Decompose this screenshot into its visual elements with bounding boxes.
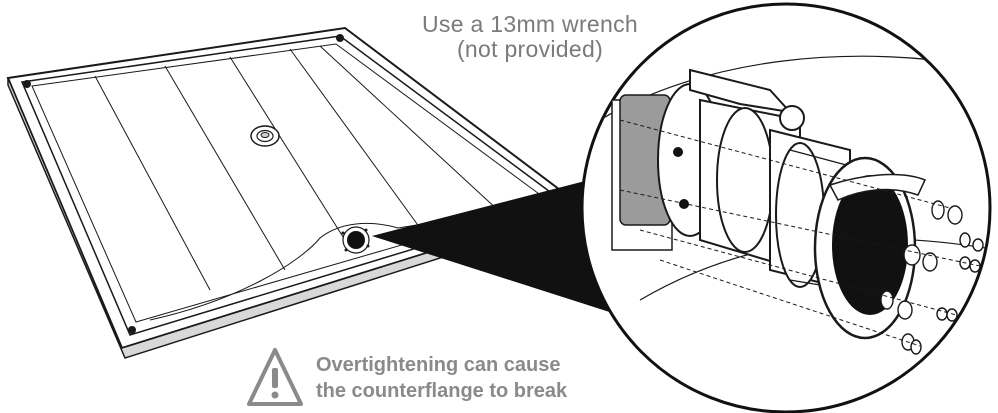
warning-line1: Overtightening can cause <box>316 354 561 376</box>
zoom-wedge <box>372 172 622 316</box>
tray-frame <box>6 26 587 359</box>
center-drain <box>250 125 280 147</box>
detail-magnifier <box>580 2 992 413</box>
outlet-hole <box>341 226 370 254</box>
wrench-callout-line2: (not provided) <box>456 36 604 63</box>
warning-line2: the counterflange to break <box>316 380 568 402</box>
panel-seams <box>94 45 549 321</box>
warning-message: Overtightening can cause the counterflan… <box>316 352 567 404</box>
wrench-callout-line1: Use a 13mm wrench <box>421 11 638 37</box>
warning-triangle-icon <box>247 348 303 406</box>
wrench-callout: Use a 13mm wrench (not provided) <box>410 11 650 63</box>
warning-callout: Overtightening can cause the counterflan… <box>246 346 567 410</box>
